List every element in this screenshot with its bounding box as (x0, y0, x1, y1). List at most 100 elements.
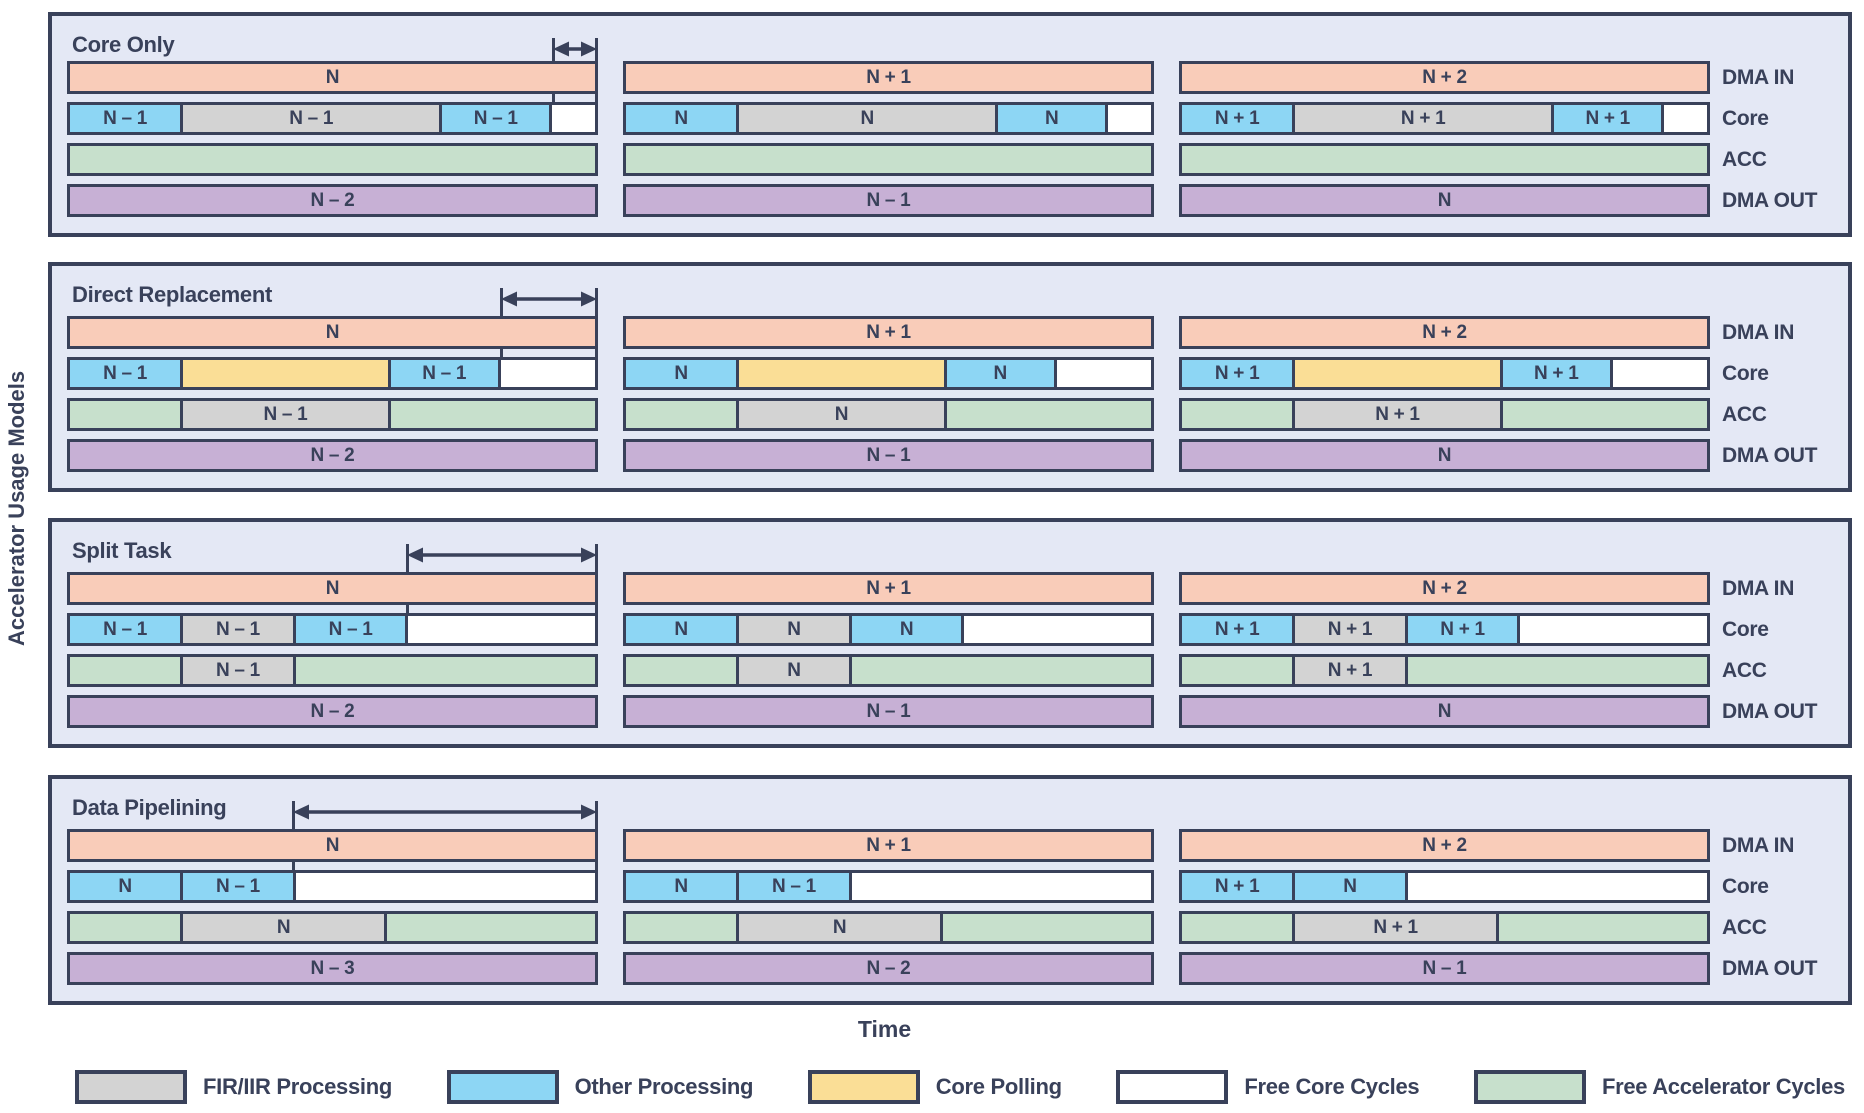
dma-in-bar: N + 2 (1179, 572, 1710, 605)
dma-out-bar: N – 2 (67, 439, 598, 472)
acc-bar (67, 143, 598, 176)
row-label-core: Core (1722, 874, 1769, 898)
segment-label: N (832, 916, 847, 938)
dma-out-bar: N (1179, 184, 1710, 217)
segment-label: N (276, 916, 291, 938)
acc-bar: N + 1 (1179, 911, 1710, 944)
dma-out-bar: N (1179, 695, 1710, 728)
other-segment: N (943, 360, 1054, 387)
free-acc-segment (1404, 657, 1707, 684)
acc-bar: N – 1 (67, 654, 598, 687)
segment-label: N + 1 (866, 834, 911, 856)
dma-out-bar: N – 1 (623, 439, 1154, 472)
fir-segment: N (736, 616, 849, 643)
segment-label: N – 1 (263, 403, 308, 425)
dma-in-bar: N (67, 829, 598, 862)
polling-segment (736, 360, 944, 387)
segment-label: N + 1 (1214, 875, 1260, 897)
free-core-segment (1517, 616, 1707, 643)
dma-in-bar: N + 2 (1179, 316, 1710, 349)
segment-label: N (325, 66, 340, 88)
segment-label: N (1437, 444, 1452, 466)
acc-bar: N (623, 911, 1154, 944)
dma-out-segment: N – 2 (626, 955, 1151, 982)
segment-label: N – 2 (310, 444, 355, 466)
segment-label: N – 1 (422, 362, 467, 384)
dma-in-segment: N + 2 (1182, 832, 1707, 859)
double-arrow-icon (293, 804, 598, 820)
acc-bar: N + 1 (1179, 654, 1710, 687)
other-segment: N (626, 360, 737, 387)
other-processing-swatch (446, 1070, 559, 1104)
legend-label: FIR/IIR Processing (203, 1074, 392, 1099)
dma-out-segment: N – 1 (1182, 955, 1707, 982)
dma-out-segment: N – 3 (70, 955, 595, 982)
dma-in-segment: N (70, 319, 595, 346)
dma-out-bar: N – 1 (1179, 952, 1710, 985)
segment-label: N + 2 (1422, 577, 1467, 599)
fir-segment: N (736, 657, 849, 684)
segment-label: N (674, 618, 688, 640)
dma-out-segment: N – 2 (70, 698, 595, 725)
dma-out-bar: N – 3 (67, 952, 598, 985)
dma-in-bar: N (67, 572, 598, 605)
free-acc-segment (1182, 146, 1707, 173)
core-bar: N + 1 N (1179, 870, 1710, 903)
other-segment: N – 1 (439, 105, 550, 132)
row-label-dma-out: DMA OUT (1722, 699, 1818, 723)
dma-in-segment: N (70, 832, 595, 859)
other-segment: N – 1 (70, 105, 181, 132)
segment-label: N – 2 (866, 957, 911, 979)
legend-label: Other Processing (574, 1074, 754, 1099)
legend-label: Free Core Cycles (1244, 1074, 1420, 1099)
dma-out-segment: N (1182, 698, 1707, 725)
segment-label: N – 1 (866, 700, 911, 722)
double-arrow-icon (552, 41, 597, 57)
row-label-dma-in: DMA IN (1722, 833, 1795, 857)
segment-label: N (899, 618, 914, 640)
other-segment: N – 1 (70, 616, 181, 643)
fir-segment: N + 1 (1292, 616, 1405, 643)
legend-item-other: Other Processing (446, 1070, 754, 1104)
fir-segment: N – 1 (180, 105, 440, 132)
panel-title: Split Task (72, 538, 172, 563)
free-acc-segment (943, 401, 1151, 428)
dma-out-bar-row: N – 3 N – 2 N – 1 (67, 952, 1710, 985)
free-acc-segment (1499, 401, 1707, 428)
dma-in-segment: N (70, 64, 595, 91)
fir-segment: N (736, 105, 996, 132)
segment-label: N – 1 (1422, 957, 1467, 979)
dma-in-bar: N + 1 (623, 829, 1154, 862)
free-acc-segment (848, 657, 1151, 684)
polling-segment (180, 360, 388, 387)
free-core-segment (549, 105, 595, 132)
other-segment: N – 1 (180, 873, 293, 900)
double-arrow-icon (407, 547, 598, 563)
free-acc-segment (626, 914, 737, 941)
free-acc-segment (626, 146, 1151, 173)
row-label-core: Core (1722, 617, 1769, 641)
segment-label: N (1343, 875, 1357, 897)
free-core-segment (292, 873, 595, 900)
polling-segment (1292, 360, 1500, 387)
dma-out-bar: N – 2 (623, 952, 1154, 985)
dma-in-bar-row: N N + 1 N + 2 (67, 829, 1710, 862)
free-acc-segment (1182, 914, 1293, 941)
other-segment: N + 1 (1182, 616, 1293, 643)
free-acc-segment (383, 914, 595, 941)
segment-label: N (674, 362, 688, 384)
dma-in-segment: N + 1 (626, 575, 1151, 602)
dma-out-segment: N – 1 (626, 442, 1151, 469)
segment-label: N + 1 (1375, 403, 1420, 425)
